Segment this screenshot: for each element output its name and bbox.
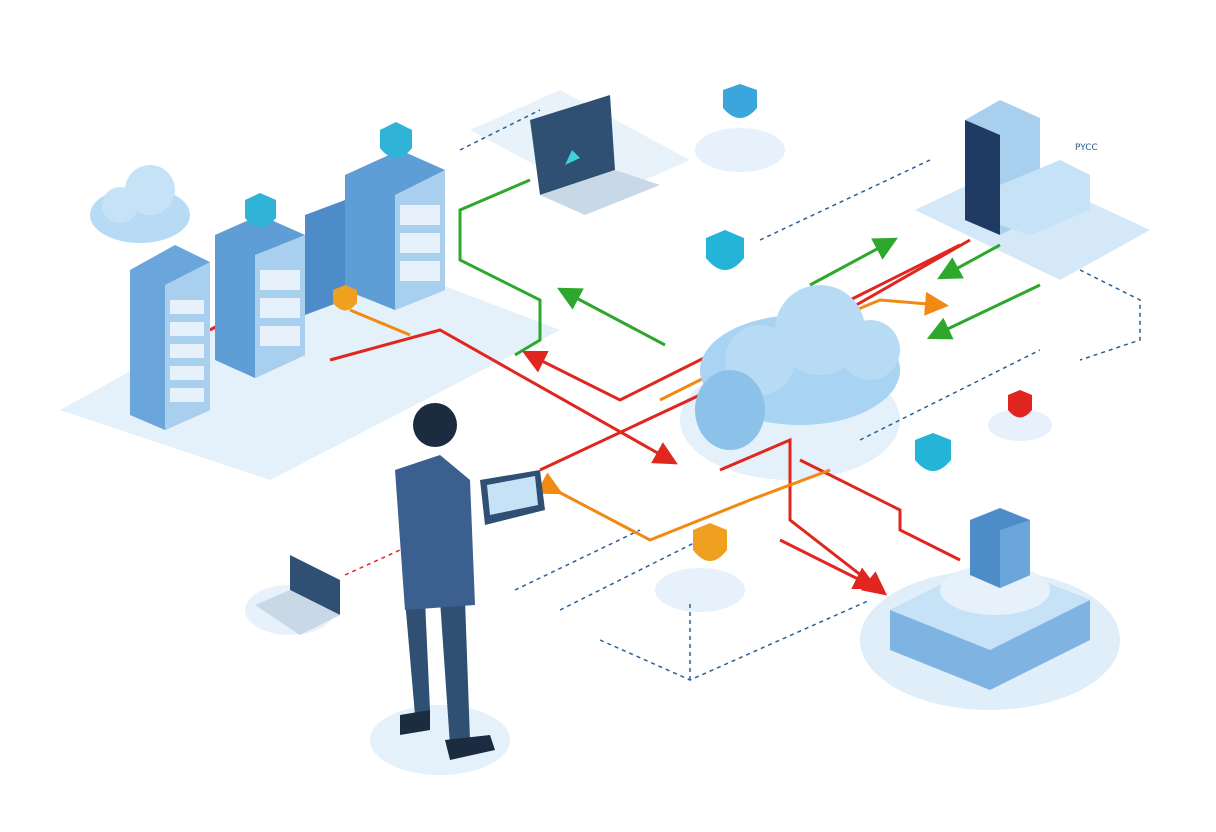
small-cloud-icon	[90, 165, 190, 243]
server-rack-3	[345, 150, 445, 310]
person-with-tablet	[395, 403, 545, 760]
laptop-top	[530, 95, 660, 215]
dashed-connections	[344, 109, 1141, 681]
cloud-icon	[695, 285, 900, 450]
server-rack-2	[215, 215, 305, 378]
shield-icons	[245, 84, 1032, 561]
storage-device	[890, 508, 1090, 690]
server-rack-1	[130, 245, 210, 430]
server-tower: PYCC	[965, 100, 1098, 235]
server-label: PYCC	[1075, 143, 1098, 153]
laptop-bottom-left	[255, 555, 340, 635]
server-rack-dark	[305, 200, 345, 315]
